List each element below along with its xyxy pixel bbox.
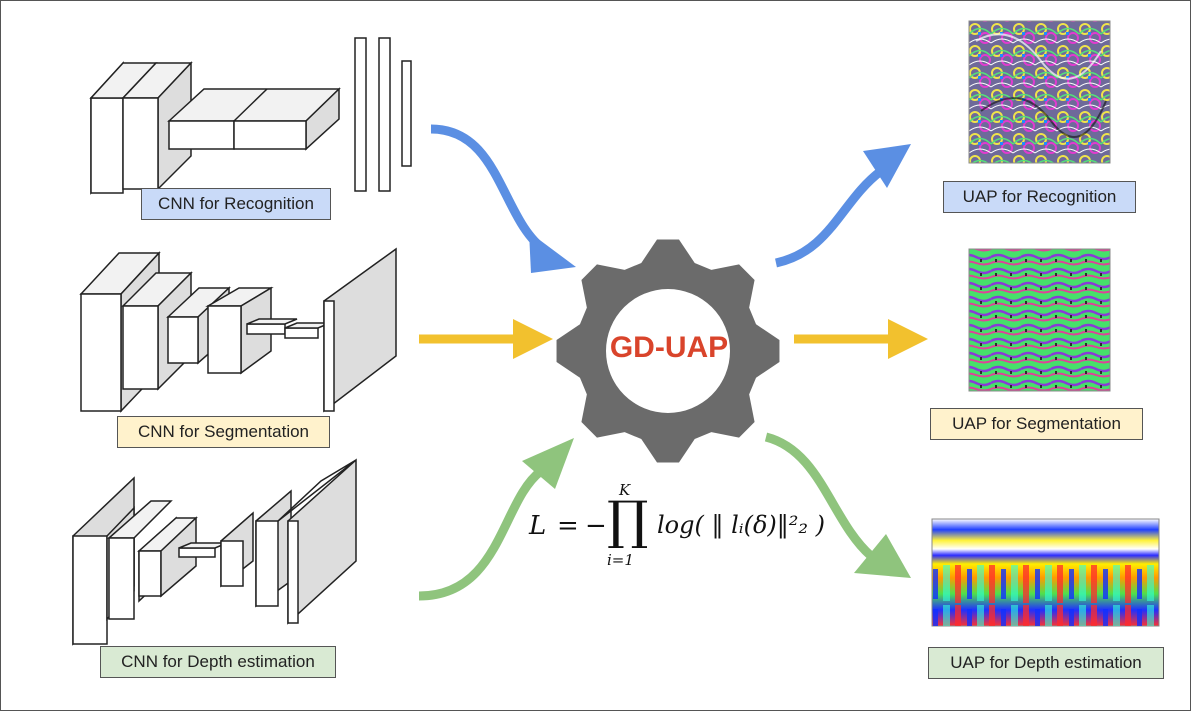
gear-title: GD-UAP [609, 331, 729, 364]
label-uap-segmentation: UAP for Segmentation [930, 408, 1143, 440]
gear-icon [556, 239, 780, 463]
label-cnn-depth: CNN for Depth estimation [100, 646, 336, 678]
cnn-depth-drawing [72, 458, 357, 646]
uap-segmentation-image [968, 248, 1111, 392]
uap-depth-image [931, 518, 1160, 627]
uap-recognition-image [968, 20, 1111, 164]
arrow-yellow-in [419, 319, 553, 359]
loss-prod-symbol: ∏ [607, 491, 649, 551]
loss-equals: = [557, 511, 579, 541]
loss-minus: − [585, 511, 607, 541]
arrow-blue-out [774, 144, 911, 268]
gear-shape [556, 239, 780, 463]
cnn-recognition-drawing [89, 37, 412, 195]
label-uap-recognition: UAP for Recognition [943, 181, 1136, 213]
loss-formula: L = − K ∏ i=1 log( ‖ lᵢ(δ)‖²₂ ) [529, 481, 829, 571]
arrow-yellow-out [794, 319, 928, 359]
label-cnn-segmentation: CNN for Segmentation [117, 416, 330, 448]
arrow-blue-in [430, 124, 576, 273]
loss-body: log( ‖ lᵢ(δ)‖²₂ ) [657, 511, 826, 539]
loss-lhs: L [529, 511, 547, 541]
arrow-green-in [418, 438, 574, 601]
arrow-green-out [764, 432, 911, 578]
label-cnn-recognition: CNN for Recognition [141, 188, 331, 220]
loss-prod-lower: i=1 [607, 551, 634, 569]
label-uap-depth: UAP for Depth estimation [928, 647, 1164, 679]
cnn-segmentation-drawing [79, 247, 397, 413]
loss-prod-upper: K [619, 481, 631, 499]
